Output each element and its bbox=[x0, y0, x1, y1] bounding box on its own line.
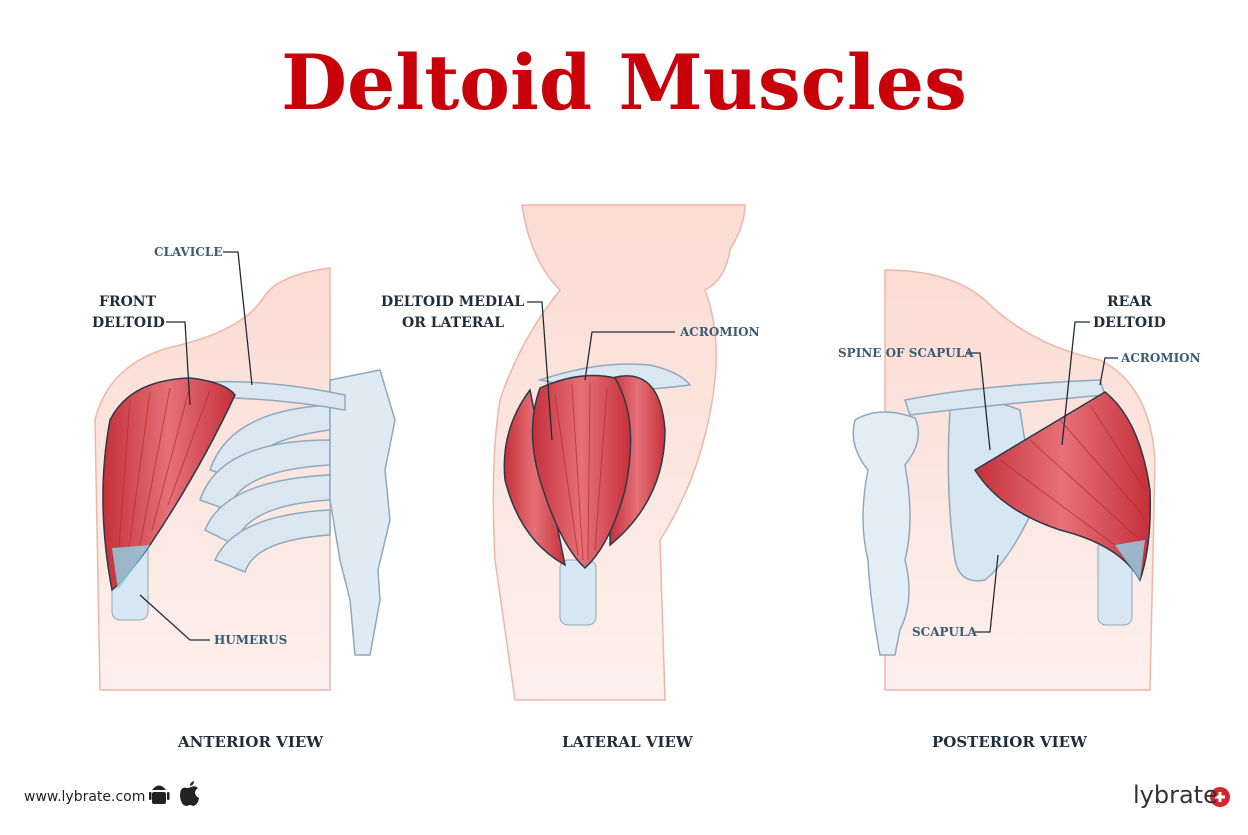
label-front-deltoid-line2: DELTOID bbox=[92, 315, 165, 331]
label-rear-deltoid-line2: DELTOID bbox=[1093, 315, 1166, 331]
label-front-deltoid-line1: FRONT bbox=[99, 294, 157, 310]
label-scapula: SCAPULA bbox=[912, 625, 977, 639]
rib-cage bbox=[199, 404, 331, 573]
rear-deltoid-muscle bbox=[973, 391, 1152, 582]
rear-deltoid-fibers bbox=[999, 404, 1146, 561]
anterior-leaders bbox=[139, 251, 253, 641]
lateral-deltoid-muscle-front bbox=[503, 388, 567, 567]
lybrate-logo-plus-icon bbox=[1210, 787, 1230, 807]
label-acromion-lateral: ACROMION bbox=[679, 325, 760, 339]
posterior-view-caption: POSTERIOR VIEW bbox=[932, 733, 1087, 751]
lateral-deltoid-fibers bbox=[554, 382, 608, 561]
page-title: Deltoid Muscles bbox=[281, 38, 967, 127]
label-acromion-posterior: ACROMION bbox=[1120, 351, 1201, 365]
lateral-deltoid-muscle bbox=[531, 374, 632, 570]
anterior-view: CLAVICLE FRONT DELTOID HUMERUS bbox=[92, 245, 396, 691]
spine-vertebrae bbox=[852, 411, 920, 656]
label-spine-of-scapula: SPINE OF SCAPULA bbox=[838, 346, 974, 360]
lateral-leaders bbox=[527, 301, 675, 441]
android-icon[interactable] bbox=[149, 785, 170, 805]
label-deltoid-medial-line2: OR LATERAL bbox=[402, 315, 504, 331]
footer-url-link[interactable]: www.lybrate.com bbox=[24, 789, 146, 805]
sternum bbox=[329, 369, 396, 656]
front-deltoid-tendon bbox=[112, 545, 150, 590]
lateral-humerus-bone bbox=[559, 559, 597, 626]
anterior-view-caption: ANTERIOR VIEW bbox=[178, 733, 324, 751]
front-deltoid-fibers bbox=[117, 385, 211, 561]
apple-icon[interactable] bbox=[180, 781, 199, 806]
label-humerus: HUMERUS bbox=[214, 633, 287, 647]
rear-deltoid-tendon bbox=[1115, 540, 1145, 580]
brand-logo-text: lybrate bbox=[1133, 781, 1218, 809]
lateral-view: DELTOID MEDIAL OR LATERAL ACROMION bbox=[381, 204, 760, 701]
label-deltoid-medial-line1: DELTOID MEDIAL bbox=[381, 294, 524, 310]
posterior-leaders bbox=[966, 321, 1118, 633]
label-rear-deltoid-line1: REAR bbox=[1107, 294, 1152, 310]
posterior-view: SPINE OF SCAPULA REAR DELTOID ACROMION S… bbox=[838, 269, 1201, 691]
front-deltoid-muscle bbox=[102, 377, 236, 592]
lateral-view-caption: LATERAL VIEW bbox=[562, 733, 693, 751]
label-clavicle: CLAVICLE bbox=[154, 245, 222, 259]
